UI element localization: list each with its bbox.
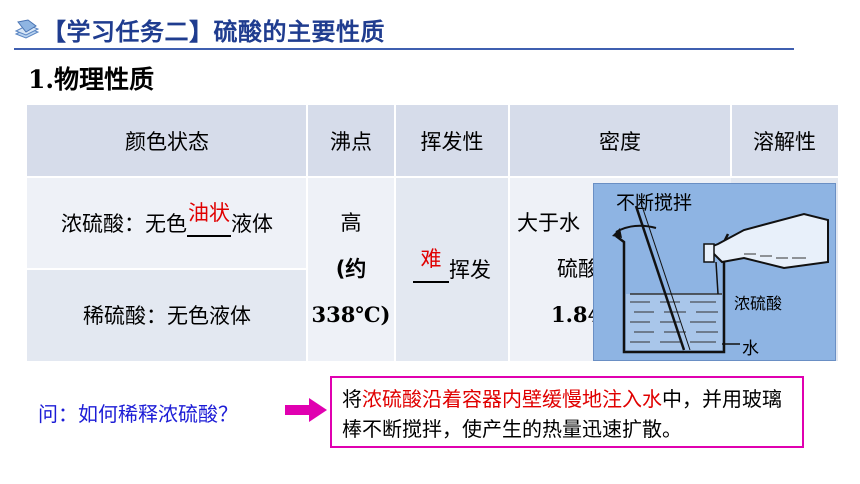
volatility-suffix: 挥发: [449, 258, 491, 282]
density-line3: 1.84: [551, 302, 603, 327]
conc-prefix: 浓硫酸：无色: [61, 212, 187, 236]
section-title: 1.物理性质: [28, 65, 155, 94]
answer-highlight: 浓硫酸沿着容器内壁缓慢地注入水: [362, 387, 662, 411]
density-line1: 大于水: [517, 211, 580, 235]
answer-post: 中，并用玻璃棒不断搅拌，使产生的热量迅速扩散。: [342, 387, 782, 441]
volatility-answer: 难: [420, 247, 442, 271]
boiling-high: 高: [340, 211, 362, 235]
label-acid: 浓硫酸: [734, 294, 783, 313]
header-cell-color: 颜色状态: [27, 105, 307, 177]
header-cell-solubility: 溶解性: [731, 105, 838, 177]
cell-volatility: 难 挥发: [395, 177, 509, 361]
density-line2: 硫酸: [557, 257, 599, 281]
conc-answer: 油状: [188, 201, 230, 225]
book-icon: [14, 19, 40, 39]
header-divider: [14, 48, 794, 50]
arrow-right-icon: [285, 398, 327, 422]
volatility-blank: 难: [413, 247, 449, 283]
cell-conc-acid: 浓硫酸：无色 油状 液体: [27, 177, 307, 269]
header-cell-volatility: 挥发性: [395, 105, 509, 177]
dilution-illustration: 不断搅拌 浓硫酸 水: [593, 183, 836, 361]
conc-blank: 油状: [187, 201, 231, 237]
conc-suffix: 液体: [231, 212, 273, 236]
beaker-drawing: [612, 205, 829, 354]
label-water: 水: [742, 339, 759, 359]
question-text: 问：如何稀释浓硫酸？: [38, 402, 238, 426]
boiling-approx: (约: [335, 257, 367, 281]
boiling-value: 338℃): [311, 302, 391, 327]
header-cell-boiling: 沸点: [307, 105, 395, 177]
cell-boiling: 高 (约 338℃): [307, 177, 395, 361]
label-stir: 不断搅拌: [616, 192, 693, 214]
header-title: 【学习任务二】硫酸的主要性质: [42, 18, 385, 46]
header-cell-density: 密度: [509, 105, 731, 177]
answer-pre: 将: [342, 387, 362, 411]
header: 【学习任务二】硫酸的主要性质: [0, 0, 860, 52]
cell-dilute-acid: 稀硫酸：无色液体: [27, 269, 307, 361]
answer-box: 将浓硫酸沿着容器内壁缓慢地注入水中，并用玻璃棒不断搅拌，使产生的热量迅速扩散。: [330, 376, 804, 448]
